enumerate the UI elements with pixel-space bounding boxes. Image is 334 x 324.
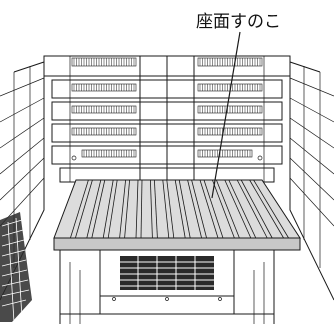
slat-board-line	[253, 179, 289, 239]
seat-slat-label: 座面すのこ	[196, 12, 281, 32]
callout-leader-line	[211, 31, 241, 199]
back-bench-rows	[43, 55, 291, 183]
slat-board-line	[102, 179, 114, 239]
slat-board-line	[178, 179, 191, 239]
slat-board-line	[135, 179, 139, 239]
slat-board-line	[216, 179, 240, 239]
slat-board-line	[236, 179, 268, 239]
slat-board-line	[203, 179, 224, 239]
slat-board-line	[191, 179, 207, 239]
slat-board-line	[228, 179, 257, 239]
slat-board-line	[174, 179, 186, 239]
slat-board-line	[249, 179, 284, 239]
slat-board-line	[212, 179, 235, 239]
lower-heater-panel	[59, 249, 275, 324]
slat-board-line	[124, 179, 130, 239]
left-heater-grille	[0, 212, 32, 323]
slat-board-line	[154, 179, 158, 239]
slat-board-line	[224, 179, 252, 239]
slat-board-line	[91, 179, 106, 239]
slat-board-line	[150, 179, 153, 239]
slat-board-line	[187, 179, 202, 239]
slat-board-line	[166, 179, 175, 239]
seat-slat	[53, 179, 301, 251]
slat-board-line	[119, 179, 126, 239]
slat-board-line	[86, 179, 102, 239]
slat-board-line	[162, 179, 170, 239]
slat-board-line	[199, 179, 219, 239]
slat-board-line	[107, 179, 118, 239]
right-wall	[289, 61, 334, 301]
slat-board-line	[240, 179, 273, 239]
slat-board-line	[75, 179, 93, 239]
slat-board-line	[140, 179, 143, 239]
slat-board-line	[70, 179, 89, 239]
